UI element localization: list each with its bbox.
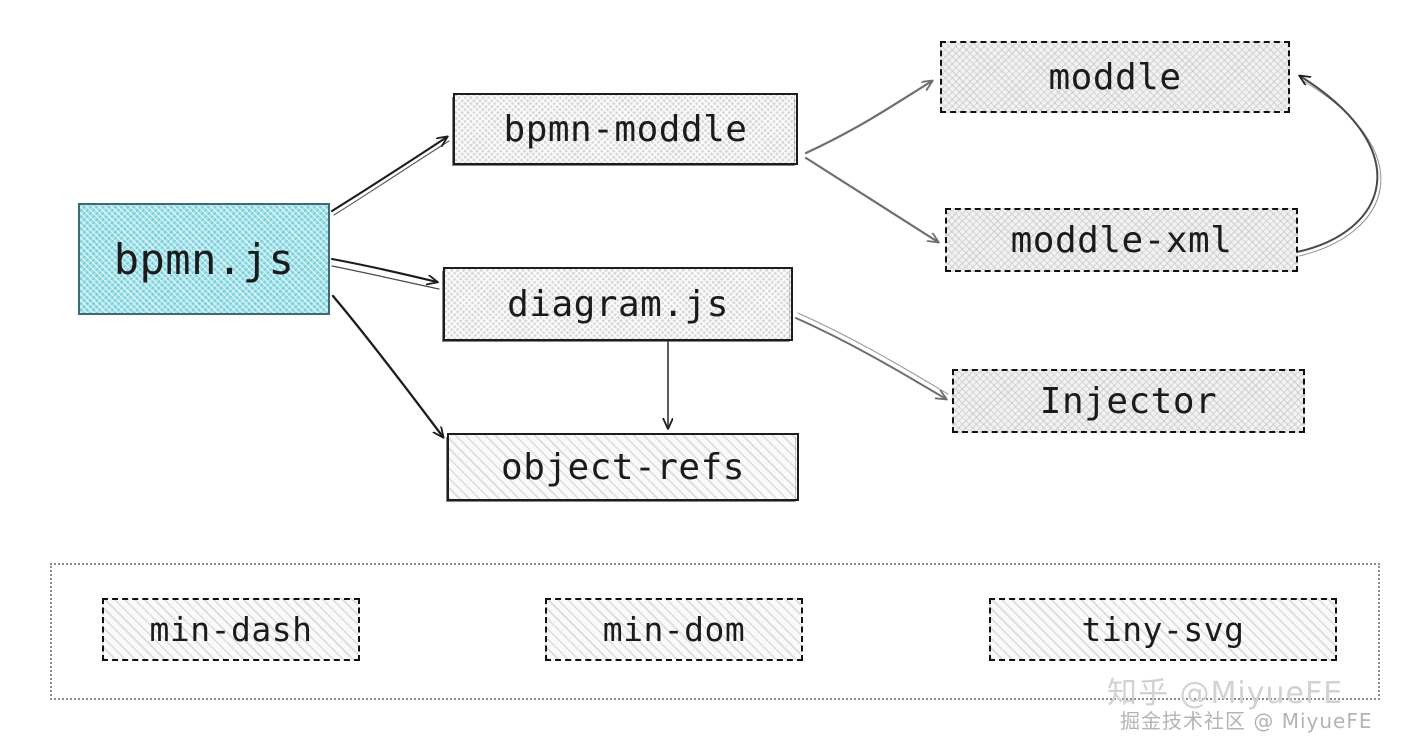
edge-bpmnjs-to-bpmn-moddle — [330, 137, 450, 216]
group-utility-libraries — [50, 563, 1380, 700]
node-object-refs-label: object-refs — [501, 446, 745, 488]
node-bpmn-js[interactable]: bpmn.js — [78, 203, 330, 315]
edge-diagramjs-to-injector — [795, 312, 949, 399]
node-moddle-label: moddle — [1048, 56, 1182, 98]
node-moddle[interactable]: moddle — [940, 41, 1290, 113]
node-tiny-svg[interactable]: tiny-svg — [989, 598, 1337, 661]
node-bpmn-moddle[interactable]: bpmn-moddle — [452, 93, 798, 166]
node-moddle-xml[interactable]: moddle-xml — [945, 208, 1298, 272]
node-tiny-svg-label: tiny-svg — [1081, 610, 1245, 649]
node-min-dash-label: min-dash — [149, 610, 313, 649]
watermark-juejin: 掘金技术社区 @ MiyueFE — [1120, 709, 1373, 733]
node-object-refs[interactable]: object-refs — [446, 433, 799, 502]
node-moddle-xml-label: moddle-xml — [1010, 219, 1233, 261]
node-min-dom-label: min-dom — [602, 610, 746, 649]
node-bpmn-js-label: bpmn.js — [113, 234, 295, 284]
edge-moddle-xml-to-moddle — [1296, 76, 1382, 257]
node-bpmn-moddle-label: bpmn-moddle — [503, 108, 748, 150]
edge-bpmnjs-to-object-refs — [331, 294, 443, 437]
edge-bpmn-moddle-to-moddle-xml — [804, 156, 938, 242]
edge-bpmnjs-to-diagramjs — [330, 257, 440, 290]
node-injector[interactable]: Injector — [952, 369, 1305, 433]
edge-bpmn-moddle-to-moddle — [804, 81, 932, 155]
node-injector-label: Injector — [1039, 380, 1218, 422]
node-min-dash[interactable]: min-dash — [102, 598, 360, 661]
node-diagram-js[interactable]: diagram.js — [442, 267, 793, 342]
node-min-dom[interactable]: min-dom — [545, 598, 803, 661]
node-diagram-js-label: diagram.js — [507, 283, 729, 325]
